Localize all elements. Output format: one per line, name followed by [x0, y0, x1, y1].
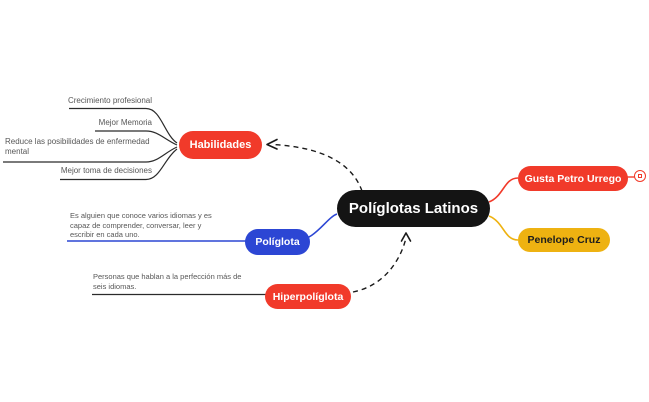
topic-habilidades-label: Habilidades	[189, 139, 252, 151]
subtopic-mejor-toma-decisiones[interactable]: Mejor toma de decisiones	[60, 166, 152, 175]
branch-line-mejor-toma	[60, 148, 178, 181]
central-topic[interactable]: Políglotas Latinos	[337, 190, 490, 227]
central-topic-label: Políglotas Latinos	[348, 200, 479, 217]
hiperpoliglota-note[interactable]: Personas que hablan a la perfección más …	[93, 272, 242, 291]
subtopic-crecimiento-profesional[interactable]: Crecimiento profesional	[67, 96, 152, 105]
branch-line-penelope	[488, 215, 519, 241]
topic-poliglota[interactable]: Políglota	[245, 229, 310, 255]
topic-hiperpoliglota-label: Hiperpolíglota	[272, 290, 344, 303]
hidden-items-badge[interactable]	[634, 170, 646, 182]
topic-penelope-cruz[interactable]: Penelope Cruz	[518, 228, 610, 252]
poliglota-note[interactable]: Es alguien que conoce varios idiomas y e…	[70, 211, 212, 239]
relationship-arrow-central-habilidades	[271, 143, 363, 192]
topic-gusta-label: Gusta Petro Urrego	[524, 172, 622, 185]
subtopic-reduce-enfermedad[interactable]: Reduce las posibilidades de enfermedad m…	[5, 137, 150, 156]
arrowhead-central	[400, 232, 412, 242]
relationship-arrow-hiperpoliglota-central	[352, 237, 407, 293]
branch-line-gusta	[488, 177, 519, 203]
branch-line-mejor-memoria	[95, 130, 178, 146]
topic-gusta-petro-urrego[interactable]: Gusta Petro Urrego	[518, 166, 628, 191]
topic-poliglota-label: Políglota	[255, 236, 300, 248]
topic-penelope-label: Penelope Cruz	[527, 234, 601, 246]
topic-hiperpoliglota[interactable]: Hiperpolíglota	[265, 284, 351, 309]
hidden-items-badge-icon	[638, 174, 642, 178]
subtopic-mejor-memoria[interactable]: Mejor Memoria	[98, 118, 152, 127]
branch-line-crecimiento	[69, 107, 178, 144]
topic-habilidades[interactable]: Habilidades	[179, 131, 262, 159]
arrowhead-habilidades	[266, 138, 278, 150]
branch-line-reduce-enfermedad	[3, 146, 178, 163]
